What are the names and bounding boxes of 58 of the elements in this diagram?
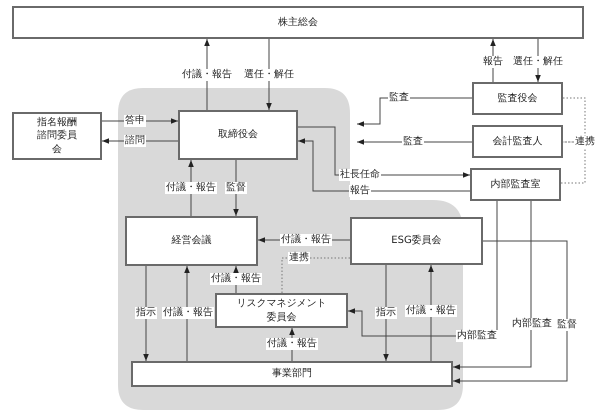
dotted-connector [562, 98, 586, 142]
edge-label: 内部監査 [456, 330, 498, 342]
node-label: 内部監査室 [490, 178, 540, 192]
edge-label: 社長任命 [339, 169, 381, 181]
dotted-connector [282, 258, 350, 294]
committee-box [12, 6, 584, 39]
arrow [452, 200, 532, 370]
edge-label: 報告 [349, 185, 371, 197]
committee-box [350, 217, 483, 265]
committee-box [12, 112, 102, 160]
edge-label: 指示 [375, 307, 397, 319]
edge-label: 選任・解任 [243, 69, 295, 81]
arrow [356, 139, 472, 145]
edge-label: 付議・報告 [165, 182, 217, 194]
committee-box [178, 110, 298, 160]
committee-box [470, 168, 561, 201]
committee-box [125, 216, 258, 266]
node-label: 株主総会 [278, 16, 318, 30]
edge-label: 付議・報告 [405, 305, 457, 317]
committee-box [131, 361, 453, 387]
arrow [233, 160, 239, 216]
edge-label: 付議・報告 [280, 234, 332, 246]
arrow [184, 266, 190, 362]
arrow [452, 240, 568, 384]
node-label: 監査役会 [498, 92, 538, 106]
arrow [298, 138, 470, 192]
arrow [490, 38, 496, 82]
edge-label: 付議・報告 [181, 69, 233, 81]
node-label: ESG委員会 [391, 234, 442, 248]
dotted-connector [560, 142, 586, 184]
node-label: リスクマネジメント委員会 [236, 297, 328, 324]
edge-label: 付議・報告 [266, 338, 318, 350]
node-label: 経営会議 [172, 234, 212, 248]
arrow [356, 98, 472, 127]
edge-label: 付議・報告 [162, 307, 214, 319]
edge-label: 諮問 [124, 135, 146, 147]
committee-box [472, 125, 563, 158]
edge-label: 監査 [388, 92, 410, 104]
arrow [143, 266, 149, 362]
edge-label: 監査 [402, 136, 424, 148]
edge-label: 連携 [574, 136, 596, 148]
edge-label: 答申 [124, 115, 146, 127]
committee-box [472, 82, 563, 115]
node-label: 事業部門 [272, 367, 312, 381]
committee-box [215, 293, 348, 328]
edge-label: 付議・報告 [210, 273, 262, 285]
arrow [383, 264, 389, 362]
edge-label: 内部監査 [511, 318, 553, 330]
edge-label: 報告 [482, 56, 504, 68]
edge-label: 指示 [135, 307, 157, 319]
node-label: 指名報酬諮問委員会 [36, 116, 78, 156]
edge-label: 監督 [556, 319, 578, 331]
node-label: 取締役会 [218, 128, 258, 142]
edge-label: 監督 [225, 182, 247, 194]
node-label: 会計監査人 [492, 134, 542, 148]
edge-label: 連携 [288, 252, 310, 264]
arrow [428, 264, 434, 362]
edge-label: 選任・解任 [512, 56, 564, 68]
